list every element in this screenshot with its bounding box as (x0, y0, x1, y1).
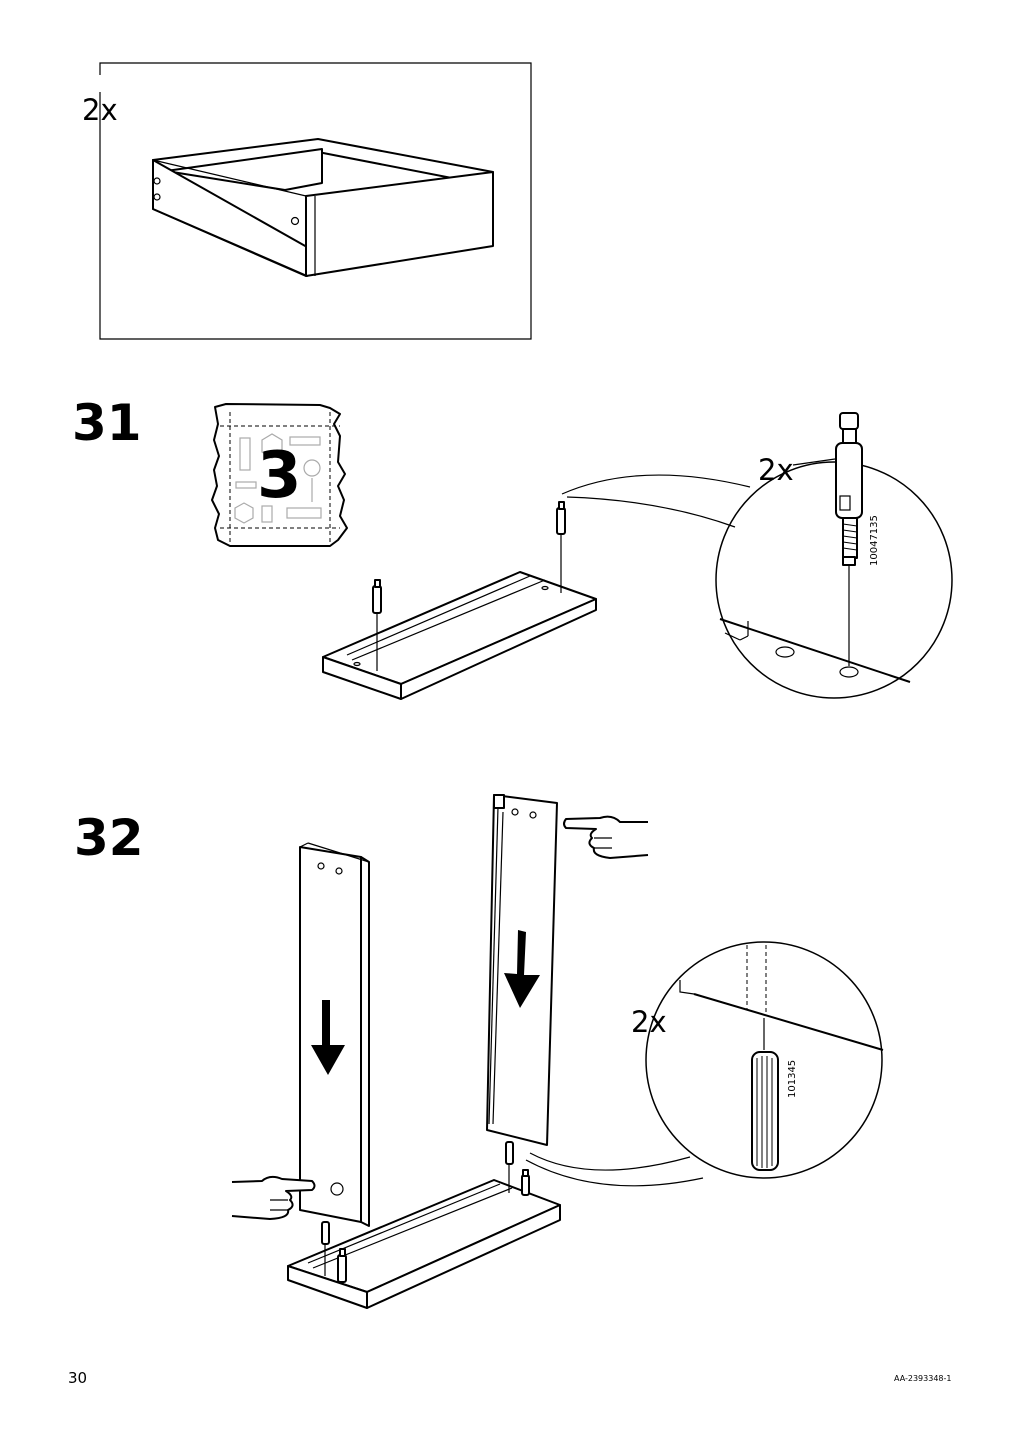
part-number-step31: 10047135 (869, 515, 880, 566)
callout-quantity-step32: 2x (631, 1005, 667, 1039)
page-number: 30 (68, 1369, 88, 1387)
side-panel-left (299, 842, 370, 1227)
cam-dowel-left (372, 579, 382, 671)
side-panel-right (486, 794, 558, 1146)
step-number-31: 31 (72, 394, 142, 452)
detail-callout-step31 (561, 412, 953, 699)
hardware-bag-badge (211, 403, 348, 547)
detail-callout-step32 (525, 941, 884, 1187)
document-id: AA-2393348-1 (894, 1374, 952, 1383)
finished-drawer-panel (99, 62, 532, 340)
step-number-32: 32 (74, 809, 144, 867)
drawer-quantity-label: 2x (82, 93, 118, 127)
shelf-panel-step32 (287, 1179, 561, 1309)
wood-dowels-left (321, 1221, 347, 1283)
pointing-hand-right (563, 815, 649, 859)
pointing-hand-left (231, 1175, 316, 1220)
wood-dowels-right (505, 1141, 530, 1196)
cam-dowel-right (556, 501, 566, 593)
shelf-panel-step31 (322, 571, 597, 700)
hardware-bag-number: 3 (257, 439, 302, 513)
part-number-step32: 101345 (787, 1059, 798, 1098)
callout-quantity-step31: 2x (758, 453, 794, 487)
drawer-illustration (152, 138, 494, 277)
